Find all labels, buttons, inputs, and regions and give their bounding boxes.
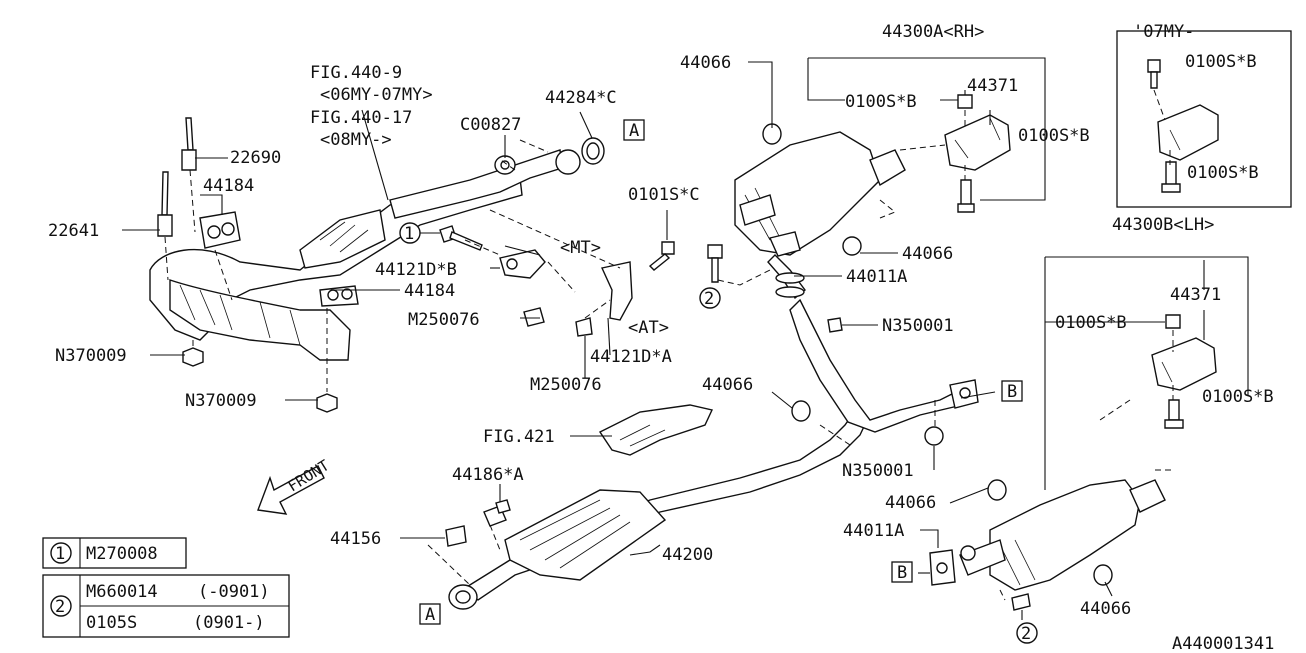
- 07my-inset: [1116, 30, 1292, 208]
- label-44066-bottom: 44066: [1080, 599, 1131, 619]
- label-44371-rh: 44371: [967, 76, 1018, 96]
- diagram-id: A440001341: [1172, 634, 1274, 653]
- label-m250076-left: M250076: [408, 310, 480, 330]
- label-0100s-b-lh-left: 0100S*B: [1055, 313, 1127, 333]
- label-c00827: C00827: [460, 115, 521, 135]
- label-fig-440-17: FIG.440-17: [310, 108, 412, 128]
- label-44184-upper: 44184: [203, 176, 254, 196]
- label-n370009-left: N370009: [55, 346, 127, 366]
- label-44200: 44200: [662, 545, 713, 565]
- label-fig-421: FIG.421: [483, 427, 555, 447]
- leader-lines: [122, 57, 1249, 620]
- label-m250076-bottom: M250076: [530, 375, 602, 395]
- label-07my: '07MY-: [1133, 22, 1194, 42]
- label-08my: <08MY->: [320, 130, 392, 150]
- callout-2-marker: 2: [704, 289, 714, 309]
- legend-2-range-b: (0901-): [193, 613, 265, 633]
- label-06my-07my: <06MY-07MY>: [320, 85, 433, 105]
- label-0100s-b-07my-top: 0100S*B: [1185, 52, 1257, 72]
- connector-a-top: A: [629, 121, 639, 141]
- label-0101s-c: 0101S*C: [628, 185, 700, 205]
- front-arrow-label: FRONT: [285, 456, 333, 495]
- exhaust-manifold-assembly: [149, 117, 675, 413]
- label-44121d-b: 44121D*B: [375, 260, 457, 280]
- legend-2-part-b: 0105S: [86, 613, 137, 633]
- part-labels: 22690 22641 44184 44184 FIG.440-9 <06MY-…: [48, 22, 1274, 653]
- label-n350001-bottom: N350001: [842, 461, 914, 481]
- callout-legend: 1 M270008 2 M660014 (-0901) 0105S (0901-…: [42, 537, 290, 638]
- legend-2-part-a: M660014: [86, 582, 158, 602]
- label-44186-a: 44186*A: [452, 465, 524, 485]
- label-mt: <MT>: [560, 238, 601, 258]
- label-44121d-a: 44121D*A: [590, 347, 672, 367]
- label-44284: 44284*C: [545, 88, 617, 108]
- label-fig-440-9: FIG.440-9: [310, 63, 402, 83]
- label-44011a-rh: 44011A: [846, 267, 907, 287]
- connector-b-lh: B: [897, 563, 907, 583]
- label-0100s-b-lh-right: 0100S*B: [1202, 387, 1274, 407]
- label-44066-center: 44066: [702, 375, 753, 395]
- legend-1-number: 1: [55, 544, 65, 564]
- label-0100s-b-07my-bottom: 0100S*B: [1187, 163, 1259, 183]
- rh-muffler-assembly: [707, 94, 1011, 300]
- label-22641: 22641: [48, 221, 99, 241]
- label-44066-top: 44066: [680, 53, 731, 73]
- label-n370009-bottom: N370009: [185, 391, 257, 411]
- center-pipe-assembly: [427, 298, 979, 610]
- callout-1-marker: 1: [404, 224, 414, 244]
- label-44066-right: 44066: [902, 244, 953, 264]
- label-44184-lower: 44184: [404, 281, 455, 301]
- connector-b-right: B: [1007, 382, 1017, 402]
- label-44300a-rh: 44300A<RH>: [882, 22, 984, 42]
- label-44011a-lh: 44011A: [843, 521, 904, 541]
- label-44300b-lh: 44300B<LH>: [1112, 215, 1214, 235]
- label-44371-lh: 44371: [1170, 285, 1221, 305]
- label-44156: 44156: [330, 529, 381, 549]
- legend-2-number: 2: [55, 597, 65, 617]
- label-0100s-b-rh-left: 0100S*B: [845, 92, 917, 112]
- label-0100s-b-rh-right: 0100S*B: [1018, 126, 1090, 146]
- label-n350001-top: N350001: [882, 316, 954, 336]
- label-44066-lh: 44066: [885, 493, 936, 513]
- front-arrow: FRONT: [257, 456, 333, 515]
- callout-markers: 1 2 2 A A B B: [399, 119, 1038, 644]
- connector-a-bottom: A: [425, 605, 435, 625]
- callout-2-marker-lh: 2: [1021, 624, 1031, 644]
- lh-muffler-assembly: [929, 314, 1217, 611]
- label-at: <AT>: [628, 318, 669, 338]
- label-22690: 22690: [230, 148, 281, 168]
- legend-1-part: M270008: [86, 544, 158, 564]
- legend-2-range-a: (-0901): [198, 582, 270, 602]
